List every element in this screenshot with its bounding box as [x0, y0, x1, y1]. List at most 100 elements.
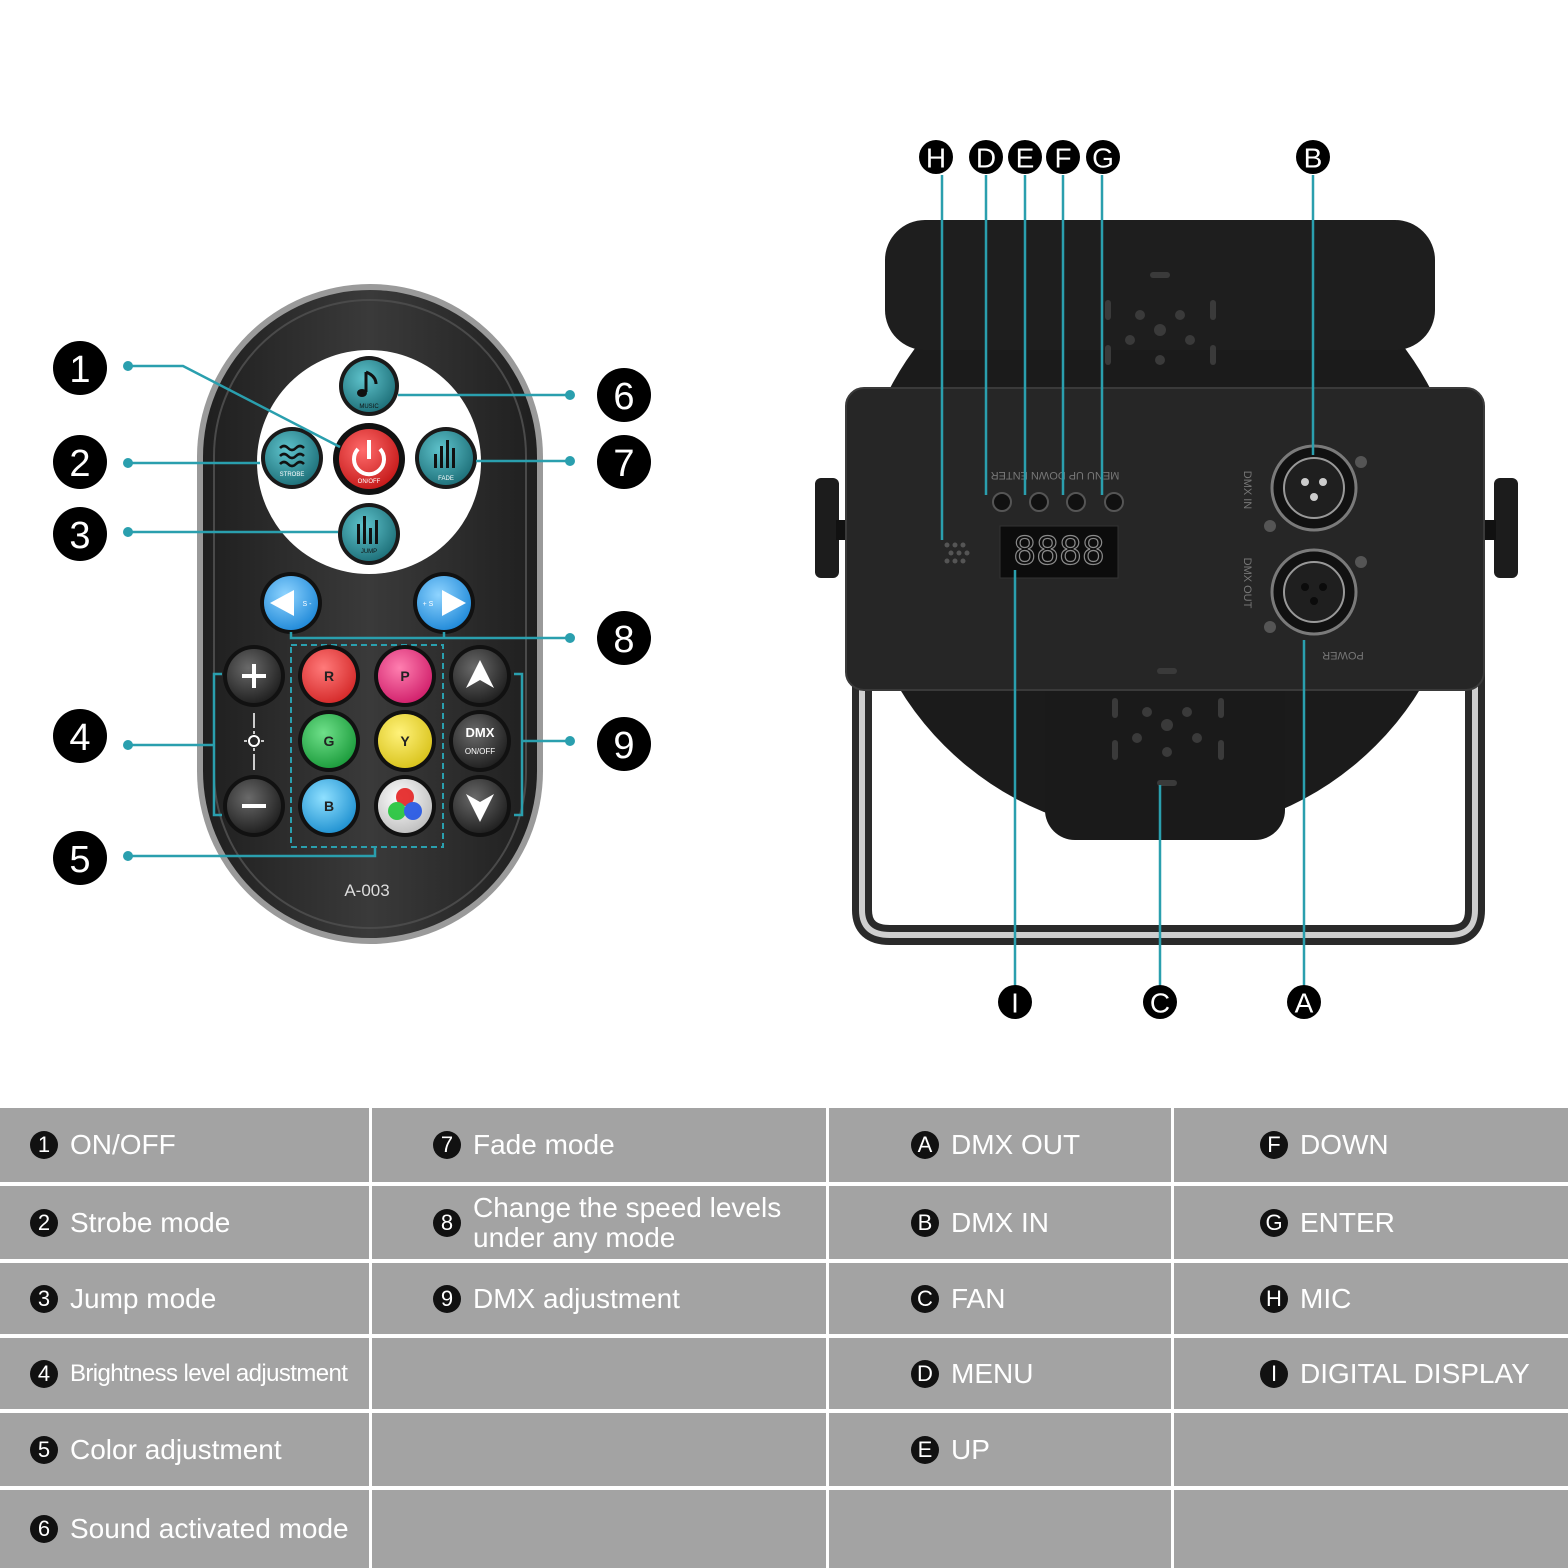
color-blue-button[interactable]: B: [298, 775, 360, 837]
color-green-button[interactable]: G: [298, 710, 360, 772]
legend-item-1: 1 ON/OFF: [30, 1108, 176, 1182]
display-digits: 8888: [1013, 529, 1105, 573]
arrow-left-icon: [270, 590, 294, 616]
color-red-button[interactable]: R: [298, 645, 360, 707]
legend-row-1: [0, 1108, 1568, 1182]
color-yellow-button[interactable]: Y: [374, 710, 436, 772]
remote-leader-dots: [123, 361, 575, 861]
legend-badge: D: [911, 1359, 939, 1388]
legend-item-c: C FAN: [911, 1263, 1005, 1334]
dmx-toggle-button[interactable]: DMX ON/OFF: [449, 710, 511, 772]
brightness-up-button[interactable]: [223, 645, 285, 707]
legend-label: MIC: [1300, 1282, 1352, 1314]
top-fan-vent: [1105, 272, 1216, 394]
legend-row-5: [0, 1413, 1568, 1486]
rgb-circles-icon: [388, 788, 422, 820]
legend-label: Jump mode: [70, 1282, 217, 1314]
legend-badge: C: [911, 1284, 939, 1313]
callout-9: 9: [597, 717, 651, 771]
legend-label: Brightness level adjustment: [70, 1359, 348, 1387]
legend-label: DIGITAL DISPLAY: [1300, 1357, 1530, 1389]
jump-button[interactable]: JUMP: [338, 503, 400, 565]
music-button[interactable]: MUSIC: [339, 356, 399, 416]
color-green-label: G: [324, 733, 335, 749]
svg-text:2: 2: [69, 443, 90, 485]
jump-button-label: JUMP: [361, 549, 377, 555]
dmx-down-button[interactable]: [449, 775, 511, 837]
svg-text:A: A: [1295, 988, 1314, 1019]
legend-row-2: [0, 1186, 1568, 1259]
svg-text:G: G: [1092, 143, 1114, 174]
legend-badge: 8: [433, 1208, 461, 1237]
legend-item-8: 8 Change the speed levels under any mode: [433, 1186, 813, 1259]
legend-badge: 1: [30, 1131, 58, 1159]
plus-icon: [242, 664, 266, 688]
callout-3: 3: [53, 507, 107, 561]
legend-item-6: 6 Sound activated mode: [30, 1490, 349, 1568]
panel-down-button[interactable]: [1066, 492, 1086, 512]
legend-label: DMX IN: [951, 1206, 1049, 1238]
strobe-button[interactable]: STROBE: [261, 427, 323, 489]
legend-item-a: A DMX OUT: [911, 1108, 1080, 1182]
legend-badge: 7: [433, 1131, 461, 1159]
sun-icon: [248, 735, 260, 747]
legend-item-9: 9 DMX adjustment: [433, 1263, 680, 1334]
legend-badge: A: [911, 1131, 939, 1159]
svg-text:7: 7: [613, 443, 634, 485]
strobe-wave-icon: [279, 444, 305, 468]
legend-label: MENU: [951, 1357, 1034, 1389]
fade-button-label: FADE: [438, 476, 454, 482]
legend-table: 1 ON/OFF 2 Strobe mode 3 Jump mode 4 Bri…: [0, 1108, 1568, 1568]
callout-2: 2: [53, 435, 107, 489]
svg-text:H: H: [926, 143, 946, 174]
remote-leader-lines: [128, 364, 570, 858]
legend-badge: E: [911, 1435, 939, 1464]
speed-up-label: + S: [423, 601, 434, 608]
legend-label: Change the speed levels under any mode: [473, 1191, 782, 1253]
legend-item-d: D MENU: [911, 1338, 1033, 1409]
svg-text:1: 1: [69, 349, 90, 391]
product-diagram: MUSIC ON/OFF STROBE: [53, 140, 1518, 1019]
dmx-up-button[interactable]: [449, 645, 511, 707]
legend-item-3: 3 Jump mode: [30, 1263, 216, 1334]
svg-text:B: B: [1304, 143, 1323, 174]
color-pink-button[interactable]: P: [374, 645, 436, 707]
svg-text:8: 8: [613, 619, 634, 661]
color-grid-outline: [290, 644, 444, 848]
legend-label: Color adjustment: [70, 1433, 282, 1465]
svg-text:6: 6: [613, 376, 634, 418]
arrow-up-icon: [466, 660, 494, 688]
speed-down-label: S -: [303, 601, 313, 608]
panel-up-button[interactable]: [1029, 492, 1049, 512]
legend-item-7: 7 Fade mode: [433, 1108, 615, 1182]
callout-4: 4: [53, 709, 107, 763]
legend-badge: 5: [30, 1435, 58, 1464]
legend-label: ON/OFF: [70, 1129, 176, 1160]
arrow-right-icon: [442, 590, 466, 616]
legend-badge: 2: [30, 1208, 58, 1237]
remote-model-label: A-003: [344, 881, 389, 900]
fade-button[interactable]: FADE: [415, 427, 477, 489]
svg-text:4: 4: [69, 717, 90, 759]
power-button[interactable]: ON/OFF: [333, 423, 405, 495]
legend-label: DMX adjustment: [473, 1282, 680, 1314]
color-rgb-button[interactable]: [374, 775, 436, 837]
panel-enter-button[interactable]: [1104, 492, 1124, 512]
legend-badge: B: [911, 1208, 939, 1237]
speed-up-button[interactable]: + S: [413, 572, 475, 634]
legend-label: DOWN: [1300, 1129, 1389, 1160]
callout-b: B: [1296, 140, 1330, 174]
svg-text:3: 3: [69, 515, 90, 557]
color-pink-label: P: [400, 668, 409, 684]
svg-text:9: 9: [613, 725, 634, 767]
panel-menu-button[interactable]: [992, 492, 1012, 512]
brightness-down-button[interactable]: [223, 775, 285, 837]
legend-label: UP: [951, 1433, 990, 1465]
speed-down-button[interactable]: S -: [260, 572, 322, 634]
brightness-icon-group: [244, 713, 264, 770]
device-leader-lines: [940, 175, 1315, 985]
panel-button-labels: MENU UP DOWN ENTER: [991, 469, 1120, 481]
legend-item-i: I DIGITAL DISPLAY: [1260, 1338, 1530, 1409]
music-button-label: MUSIC: [359, 404, 379, 410]
music-note-icon: [357, 370, 378, 397]
